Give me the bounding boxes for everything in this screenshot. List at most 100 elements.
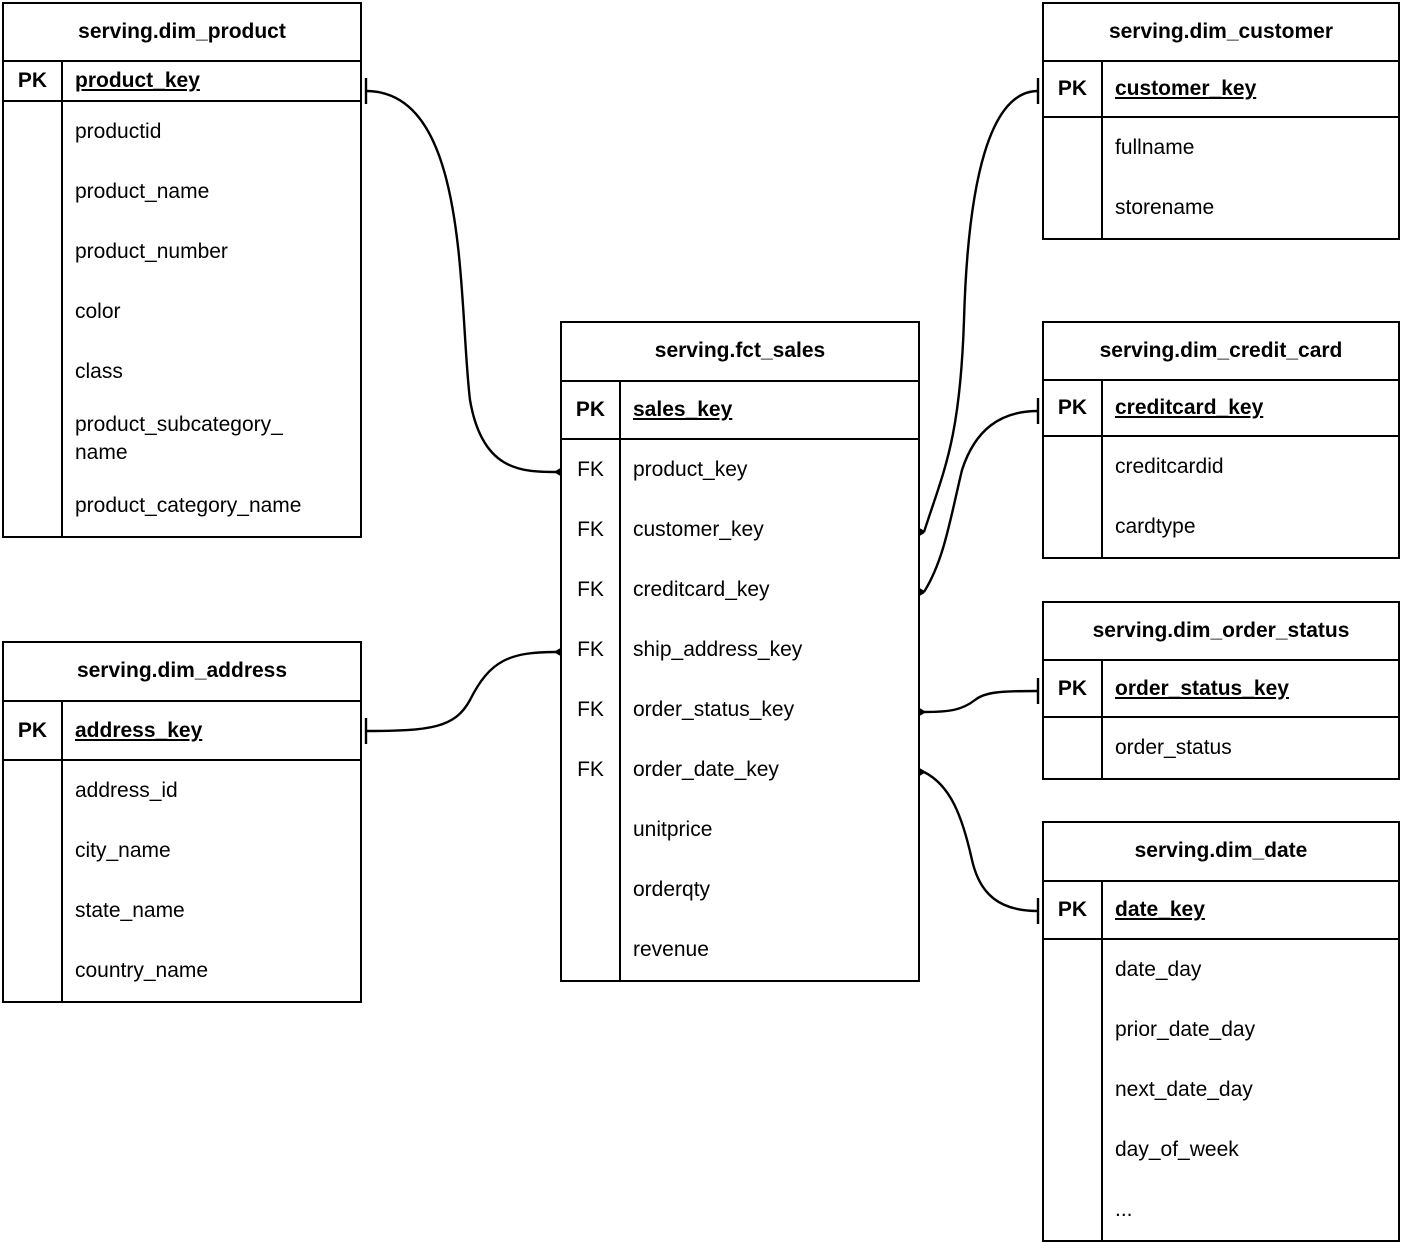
entity-title-fct_sales: serving.fct_sales <box>562 323 918 382</box>
attribute-row[interactable]: prior_date_day <box>1044 1000 1398 1060</box>
attribute-row[interactable]: FK order_status_key <box>562 680 918 740</box>
attribute-row[interactable]: product_subcategory_ name <box>4 402 360 476</box>
relationship-line <box>365 89 557 474</box>
attribute-gutter <box>1044 940 1103 1000</box>
attribute-row[interactable]: revenue <box>562 920 918 980</box>
relationship-product-to-sales <box>364 78 579 487</box>
attribute-row[interactable]: creditcardid <box>1044 437 1398 497</box>
attribute-row[interactable]: address_id <box>4 761 360 821</box>
attribute-row[interactable]: product_category_name <box>4 476 360 536</box>
attribute-gutter <box>1044 178 1103 238</box>
pk-marker-dim_credit_card: PK <box>1044 381 1103 435</box>
relationship-creditcard-to-sales <box>901 398 1040 607</box>
relationship-address-to-sales <box>364 637 579 744</box>
attribute-row[interactable]: unitprice <box>562 800 918 860</box>
relationship-date-to-sales <box>901 757 1040 924</box>
attribute-label: creditcardid <box>1115 455 1224 478</box>
attribute-row[interactable]: color <box>4 282 360 342</box>
attribute-row[interactable]: class <box>4 342 360 402</box>
attribute-list-dim_date: date_day prior_date_day next_date_day day_o… <box>1044 940 1398 1240</box>
attribute-gutter <box>562 860 621 920</box>
attribute-gutter <box>4 821 63 881</box>
attribute-label: prior_date_day <box>1115 1018 1256 1041</box>
fk-marker: FK <box>562 560 621 620</box>
entity-title-dim_date: serving.dim_date <box>1044 823 1398 882</box>
attribute-gutter <box>4 102 63 162</box>
primary-key-row-dim_product[interactable]: PK product_key <box>4 62 360 102</box>
pk-field-name-dim_product: product_key <box>75 69 200 92</box>
attribute-row[interactable]: order_status <box>1044 718 1398 778</box>
attribute-gutter <box>4 162 63 222</box>
entity-title-dim_credit_card: serving.dim_credit_card <box>1044 323 1398 381</box>
pk-field-name-dim_order_status: order_status_key <box>1115 676 1289 700</box>
attribute-gutter <box>562 920 621 980</box>
attribute-label: next_date_day <box>1115 1078 1253 1101</box>
attribute-row[interactable]: fullname <box>1044 118 1398 178</box>
primary-key-row-dim_address[interactable]: PK address_key <box>4 702 360 761</box>
attribute-row[interactable]: product_number <box>4 222 360 282</box>
relationship-orderstatus-to-sales <box>901 678 1040 727</box>
attribute-gutter <box>1044 1060 1103 1120</box>
fk-marker: FK <box>562 500 621 560</box>
attribute-label: date_day <box>1115 958 1202 981</box>
relationship-line <box>365 650 557 733</box>
attribute-label: order_status_key <box>633 698 795 721</box>
attribute-row[interactable]: state_name <box>4 881 360 941</box>
fk-marker: FK <box>562 620 621 680</box>
attribute-label: ship_address_key <box>633 638 803 661</box>
fk-marker: FK <box>562 440 621 500</box>
fk-marker: FK <box>562 680 621 740</box>
attribute-row[interactable]: day_of_week <box>1044 1120 1398 1180</box>
pk-field-name-dim_address: address_key <box>75 718 203 742</box>
attribute-row[interactable]: FK customer_key <box>562 500 918 560</box>
attribute-gutter <box>4 282 63 342</box>
attribute-gutter <box>1044 1180 1103 1240</box>
attribute-label: product_number <box>75 240 228 263</box>
attribute-label: address_id <box>75 779 178 802</box>
attribute-label: creditcard_key <box>633 578 770 601</box>
pk-field-name-fct_sales: sales_key <box>633 397 733 421</box>
attribute-row[interactable]: FK creditcard_key <box>562 560 918 620</box>
attribute-row[interactable]: date_day <box>1044 940 1398 1000</box>
attribute-row[interactable]: city_name <box>4 821 360 881</box>
attribute-row[interactable]: storename <box>1044 178 1398 238</box>
relationship-line <box>922 89 1039 533</box>
attribute-row[interactable]: ... <box>1044 1180 1398 1240</box>
attribute-row[interactable]: product_name <box>4 162 360 222</box>
attribute-row[interactable]: country_name <box>4 941 360 1001</box>
pk-marker-dim_customer: PK <box>1044 62 1103 116</box>
attribute-label: product_subcategory_ name <box>75 413 283 464</box>
attribute-row[interactable]: next_date_day <box>1044 1060 1398 1120</box>
attribute-gutter <box>562 800 621 860</box>
attribute-row[interactable]: productid <box>4 102 360 162</box>
pk-marker-dim_address: PK <box>4 702 63 759</box>
fk-marker: FK <box>562 740 621 800</box>
attribute-gutter <box>1044 1120 1103 1180</box>
attribute-row[interactable]: orderqty <box>562 860 918 920</box>
attribute-label: country_name <box>75 959 209 982</box>
attribute-gutter <box>1044 437 1103 497</box>
attribute-row[interactable]: cardtype <box>1044 497 1398 557</box>
pk-marker-dim_product: PK <box>4 62 63 100</box>
attribute-label: customer_key <box>633 518 764 541</box>
attribute-row[interactable]: FK ship_address_key <box>562 620 918 680</box>
attribute-gutter <box>4 476 63 536</box>
